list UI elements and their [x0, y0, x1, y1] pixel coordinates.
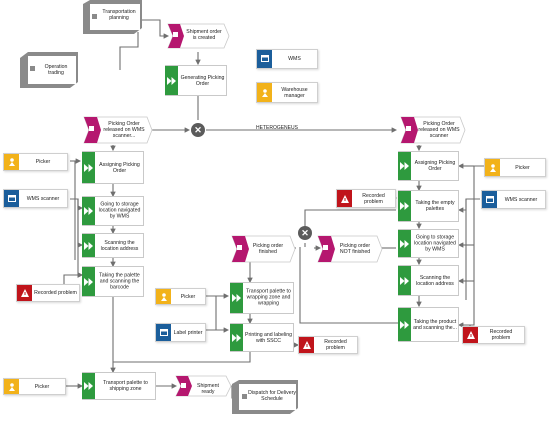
play-forward-icon	[232, 294, 241, 302]
event-picking-released-right[interactable]: Picking Order released on WMS scanner	[418, 121, 460, 140]
warning-icon	[21, 289, 29, 297]
heterogeneous-label: HETEROGENEUS	[256, 125, 298, 131]
function-transport-shipping-zone[interactable]: Transport palette to shipping zone	[82, 372, 156, 400]
person-icon	[9, 158, 15, 166]
play-forward-icon	[84, 277, 93, 286]
play-forward-icon	[84, 382, 93, 390]
process-path-operation-trading-label[interactable]: Operation trading	[44, 64, 68, 77]
role-label: WMS scanner	[504, 196, 538, 203]
function-going-to-storage-left[interactable]: Going to storage location navigated by W…	[82, 196, 144, 226]
system-wms-scanner-right[interactable]: WMS scanner	[481, 190, 546, 209]
event-shipment-ready[interactable]: Shipment ready	[197, 383, 219, 396]
function-scanning-location-left[interactable]: Scanning the location address	[82, 233, 144, 258]
function-label: Generating Picking Order	[180, 74, 225, 87]
process-path-dispatch	[232, 380, 298, 414]
function-printing-labeling-sscc[interactable]: Printing and labeling with SSCC	[230, 323, 294, 352]
function-generating-picking-order[interactable]: Generating Picking Order	[165, 65, 227, 96]
play-forward-icon	[400, 276, 409, 285]
process-path-operation-trading	[20, 52, 78, 88]
function-label: Going to storage location navigated by W…	[414, 234, 456, 253]
system-wms-scanner-left[interactable]: WMS scanner	[3, 189, 68, 208]
role-picker-left[interactable]: Picker	[3, 153, 68, 171]
play-forward-icon	[400, 320, 409, 329]
role-label: Picker	[180, 293, 196, 300]
function-scanning-location-right[interactable]: Scanning the location address	[398, 265, 459, 296]
role-label: Warehouse manager	[281, 86, 308, 99]
role-label: Recorded problem	[324, 338, 347, 351]
play-forward-icon	[400, 162, 409, 170]
function-label: Transport palette to wrapping zone and w…	[246, 288, 291, 308]
function-label: Taking the empty palettes	[415, 199, 455, 212]
event-shipment-created[interactable]: Shipment order is created	[186, 29, 222, 42]
process-path-transport-planning-label[interactable]: Transportation planning	[102, 9, 136, 22]
flag-icons	[30, 14, 411, 399]
role-label: Label printer	[173, 329, 203, 336]
play-forward-icon	[400, 202, 409, 210]
function-going-to-storage-right[interactable]: Going to storage location navigated by W…	[398, 229, 459, 258]
warning-icon	[467, 331, 475, 339]
function-label: Assigning Picking Order	[99, 161, 140, 174]
monitor-icon	[8, 194, 16, 202]
role-label: Picker	[515, 164, 530, 171]
risk-recorded-problem-mid[interactable]: Recorded problem	[298, 336, 358, 354]
role-label: WMS	[288, 55, 301, 62]
system-label-printer[interactable]: Label printer	[155, 323, 206, 342]
role-picker-mid[interactable]: Picker	[155, 288, 206, 305]
event-picking-not-finished[interactable]: Picking order NOT finished	[339, 243, 371, 256]
function-label: Printing and labeling with SSCC	[245, 331, 293, 344]
role-warehouse-manager[interactable]: Warehouse manager	[256, 82, 318, 103]
event-shapes	[83, 23, 466, 397]
function-label: Taking the palette and scanning the barc…	[99, 272, 140, 291]
event-picking-released-left[interactable]: Picking Order released on WMS scanner...	[103, 121, 145, 140]
warning-icon	[303, 341, 311, 349]
role-label: Picker	[34, 383, 50, 390]
monitor-icon	[160, 328, 168, 336]
function-taking-palette-left[interactable]: Taking the palette and scanning the barc…	[82, 266, 144, 297]
role-label: WMS scanner	[26, 195, 60, 202]
risk-recorded-problem-left[interactable]: Recorded problem	[16, 284, 80, 302]
role-label: Recorded problem	[362, 192, 385, 205]
play-forward-icon	[84, 241, 93, 250]
person-icon	[490, 163, 496, 172]
process-path-transport-planning	[83, 0, 142, 34]
play-forward-icon	[232, 333, 241, 342]
risk-recorded-problem-right-bottom[interactable]: Recorded problem	[462, 326, 525, 344]
person-icon	[9, 382, 15, 391]
person-icon	[262, 88, 268, 97]
play-forward-icon	[400, 239, 409, 248]
xor-connector-mid[interactable]: ✕	[298, 226, 312, 240]
person-icon	[161, 292, 167, 301]
function-assigning-picking-order-left[interactable]: Assigning Picking Order	[82, 151, 144, 184]
role-label: Recorded problem	[34, 289, 77, 296]
function-assigning-picking-order-right[interactable]: Assigning Picking Order	[398, 151, 459, 181]
function-label: Assigning Picking Order	[414, 159, 456, 172]
function-taking-empty-palettes[interactable]: Taking the empty palettes	[398, 190, 459, 222]
monitor-icon	[486, 195, 494, 203]
role-picker-right[interactable]: Picker	[484, 158, 546, 177]
xor-connector-top[interactable]: ✕	[191, 123, 205, 137]
process-path-dispatch-label[interactable]: Dispatch for Delivery Schedule	[248, 390, 296, 403]
role-label: Picker	[35, 158, 51, 165]
play-forward-icon	[167, 76, 176, 85]
function-label: Going to storage location navigated by W…	[98, 201, 141, 221]
function-label: Scanning the location address	[100, 239, 139, 252]
monitor-icon	[261, 55, 269, 62]
play-forward-icon	[84, 163, 93, 172]
function-taking-product[interactable]: Taking the product and scanning the...	[398, 307, 459, 342]
warning-icon	[341, 194, 349, 203]
risk-recorded-problem-right-top[interactable]: Recorded problem	[336, 189, 396, 208]
system-wms-top[interactable]: WMS	[256, 49, 318, 69]
function-transport-wrapping-zone[interactable]: Transport palette to wrapping zone and w…	[230, 282, 294, 314]
role-picker-bottom[interactable]: Picker	[3, 378, 66, 395]
function-label: Scanning the location address	[416, 274, 454, 287]
function-label: Taking the product and scanning the...	[413, 318, 457, 331]
role-label: Recorded problem	[489, 328, 513, 341]
play-forward-icon	[84, 207, 93, 215]
function-label: Transport palette to shipping zone	[103, 379, 148, 392]
event-picking-finished[interactable]: Picking order finished	[252, 243, 284, 256]
